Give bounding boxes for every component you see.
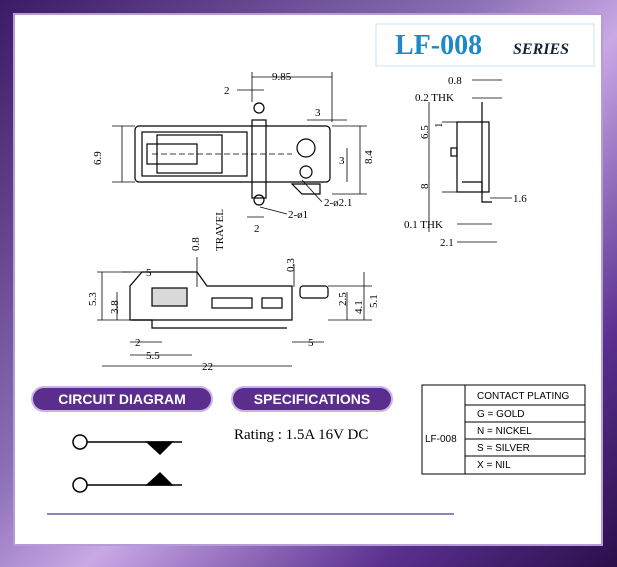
model-title: LF-008: [395, 30, 482, 61]
dim-front-0-3: 0.3: [285, 258, 297, 272]
dim-front-4-1: 4.1: [353, 300, 365, 314]
dim-side-2-1: 2.1: [440, 237, 454, 249]
dim-top-2-o1: 2-ø1: [288, 209, 308, 221]
dim-front-2-5: 2.5: [337, 292, 349, 306]
plating-model: LF-008: [425, 434, 457, 445]
dim-front-0-8: 0.8: [190, 237, 202, 251]
dim-front-2: 2: [135, 337, 141, 349]
dim-front-3-8: 3.8: [109, 300, 121, 314]
plating-row-nickel: N = NICKEL: [477, 426, 532, 437]
svg-text:SPECIFICATIONS: SPECIFICATIONS: [254, 391, 370, 407]
top-terminal-hole-1: [253, 102, 265, 114]
plating-table-text: LF-008 CONTACT PLATING G = GOLD N = NICK…: [425, 391, 569, 471]
circuit-diagram-label: CIRCUIT DIAGRAM: [31, 386, 213, 412]
contact-lower: [145, 471, 174, 486]
dim-front-5-1: 5.1: [368, 294, 380, 308]
rating-text: Rating : 1.5A 16V DC: [234, 427, 368, 443]
dim-front-22: 22: [202, 361, 213, 373]
dim-top-8-4: 8.4: [363, 150, 375, 164]
front-body: [129, 271, 293, 321]
top-body-outline: [134, 125, 331, 183]
dim-top-6-9: 6.9: [92, 151, 104, 165]
dim-top-3a: 3: [315, 107, 321, 119]
plating-table: [421, 384, 586, 475]
title-block: LF-008 SERIES: [375, 23, 595, 67]
plating-row-silver: S = SILVER: [477, 443, 530, 454]
dim-side-0-1-thk: 0.1 THK: [404, 219, 443, 231]
series-title: SERIES: [513, 41, 569, 58]
dim-side-0-8: 0.8: [448, 75, 462, 87]
side-view-dims: 0.8 0.2 THK 6.5 1 8 1.6 0.1 THK 2.1: [404, 75, 527, 249]
top-view-dims: 2 9.85 3 6.9 3 8.4 2 2-ø1 2-ø2.1: [92, 71, 375, 235]
dim-side-8: 8: [419, 183, 431, 189]
svg-text:CIRCUIT DIAGRAM: CIRCUIT DIAGRAM: [58, 391, 186, 407]
top-terminal-bar: [251, 119, 267, 199]
top-view: [112, 72, 367, 218]
plating-row-nil: X = NIL: [477, 460, 511, 471]
plating-header: CONTACT PLATING: [477, 391, 569, 402]
drawing-sheet: LF-008 SERIES: [13, 13, 603, 546]
top-pin-hole-2: [299, 165, 313, 179]
dim-front-5a: 5: [146, 267, 152, 279]
dim-side-0-2-thk: 0.2 THK: [415, 92, 454, 104]
front-view-dims: 5 0.8 TRAVEL 0.3 5.3 3.8 2.5 4.1 5.1 2 5…: [87, 209, 380, 373]
front-view: [97, 257, 372, 367]
circuit-diagram: [72, 434, 182, 493]
dim-front-5-3: 5.3: [87, 292, 99, 306]
technical-drawing: LF-008 SERIES: [31, 23, 595, 515]
dim-top-3b: 3: [339, 155, 345, 167]
terminal-1: [72, 434, 88, 450]
top-terminal-hole-2: [253, 194, 265, 206]
dim-top-2b: 2: [254, 223, 260, 235]
contact-upper: [145, 441, 174, 456]
terminal-2: [72, 477, 88, 493]
dim-top-9-85: 9.85: [272, 71, 292, 83]
dim-top-2-o2-1: 2-ø2.1: [324, 197, 352, 209]
dim-side-1: 1: [433, 123, 445, 129]
side-view: [428, 79, 512, 243]
plating-row-gold: G = GOLD: [477, 409, 525, 420]
top-pin-hole-1: [296, 138, 316, 158]
specifications-label: SPECIFICATIONS: [231, 386, 393, 412]
dim-side-6-5: 6.5: [419, 125, 431, 139]
dim-front-travel: TRAVEL: [214, 209, 226, 251]
dim-front-5-5: 5.5: [146, 350, 160, 362]
dim-top-2a: 2: [224, 85, 230, 97]
dim-front-5b: 5: [308, 337, 314, 349]
side-body: [456, 121, 490, 193]
dim-side-1-6: 1.6: [513, 193, 527, 205]
